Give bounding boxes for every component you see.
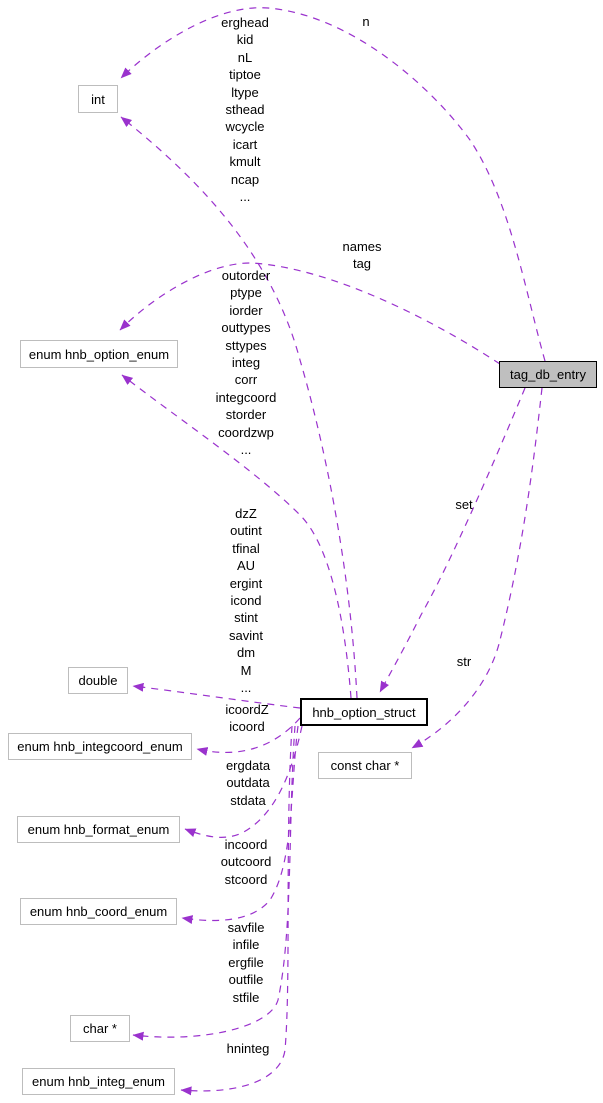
edge-label-char-ptr-members: savfile infile ergfile outfile stfile bbox=[227, 920, 265, 1005]
edge-label-format-members: ergdata outdata stdata bbox=[225, 758, 271, 808]
node-enum-hnb-format-enum[interactable]: enum hnb_format_enum bbox=[17, 816, 180, 843]
edge-label-coord-members: incoord outcoord stcoord bbox=[220, 837, 272, 887]
edge-label-double-members: dzZ outint tfinal AU ergint icond stint … bbox=[229, 506, 263, 696]
node-enum-hnb-integcoord-enum[interactable]: enum hnb_integcoord_enum bbox=[8, 733, 192, 760]
edge-tagdb-to-int-n bbox=[120, 7, 546, 362]
edge-label-names-tag: names tag bbox=[342, 239, 382, 272]
edge-struct-to-integ-enum-members bbox=[180, 725, 293, 1096]
node-const-char-ptr[interactable]: const char * bbox=[318, 752, 412, 779]
node-char-ptr[interactable]: char * bbox=[70, 1015, 130, 1042]
edge-label-set: set bbox=[455, 497, 473, 512]
edge-struct-to-int-members bbox=[120, 116, 358, 699]
edge-struct-to-coord-members bbox=[181, 725, 299, 924]
node-double[interactable]: double bbox=[68, 667, 128, 694]
edge-label-integcoord-members: icoordZ icoord bbox=[225, 702, 269, 735]
edge-struct-to-charptr-members bbox=[132, 725, 296, 1041]
edge-label-int-members: erghead kid nL tiptoe ltype sthead wcycl… bbox=[221, 15, 269, 205]
edge-label-str: str bbox=[456, 654, 472, 669]
node-int[interactable]: int bbox=[78, 85, 118, 113]
edge-struct-to-double-members bbox=[132, 682, 301, 709]
node-enum-hnb-integ-enum[interactable]: enum hnb_integ_enum bbox=[22, 1068, 175, 1095]
edge-label-n: n bbox=[362, 14, 370, 29]
node-enum-hnb-coord-enum[interactable]: enum hnb_coord_enum bbox=[20, 898, 177, 925]
node-tag-db-entry[interactable]: tag_db_entry bbox=[499, 361, 597, 388]
node-hnb-option-struct[interactable]: hnb_option_struct bbox=[300, 698, 428, 726]
edge-label-integ-members: hninteg bbox=[226, 1041, 270, 1056]
node-enum-hnb-option-enum[interactable]: enum hnb_option_enum bbox=[20, 340, 178, 368]
edge-struct-to-format-members bbox=[184, 725, 303, 838]
edge-label-option-enum-members: outorder ptype iorder outtypes sttypes i… bbox=[215, 268, 277, 458]
edge-tagdb-to-constchar-str bbox=[411, 387, 543, 749]
edge-struct-to-integcoord-members bbox=[196, 717, 301, 756]
edge-tagdb-to-struct-set bbox=[379, 387, 526, 693]
